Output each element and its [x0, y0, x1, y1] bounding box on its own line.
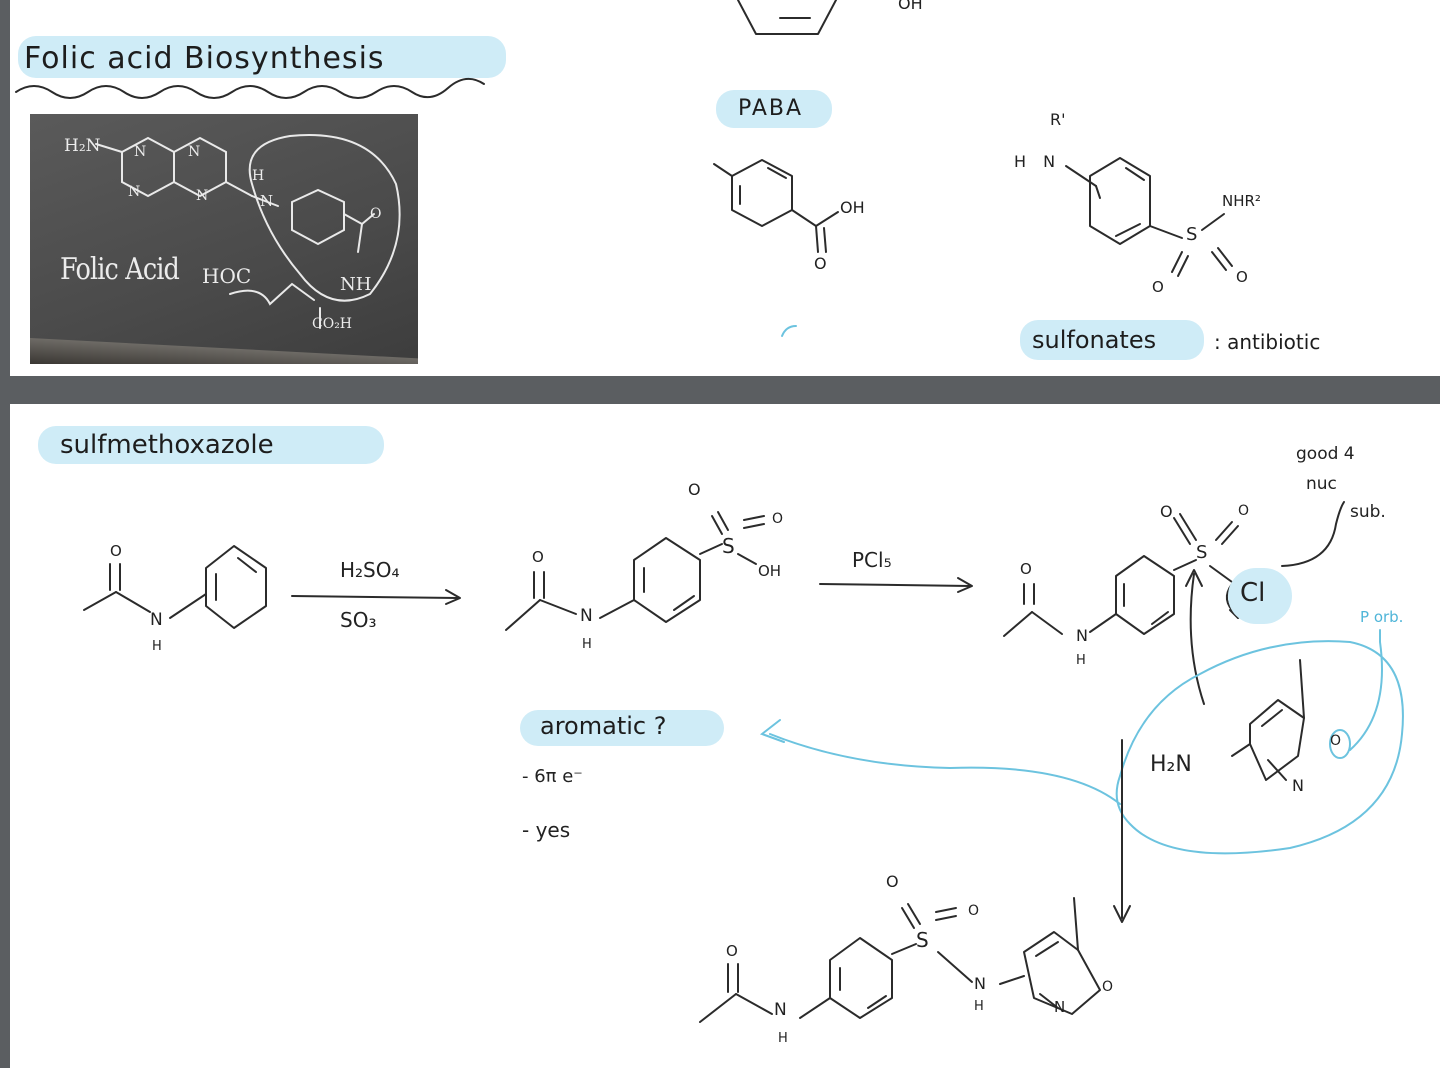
- chalk-n-atom-1: N: [134, 144, 147, 160]
- atom-h-4: H: [778, 1031, 788, 1046]
- page-title-sulfamethoxazole: sulfmethoxazole: [60, 430, 274, 460]
- partial-oh: OH: [898, 0, 923, 13]
- atom-o-3: O: [688, 480, 701, 499]
- aromatic-point-2: - yes: [522, 818, 571, 842]
- note-nuc: nuc: [1306, 474, 1337, 494]
- sulfa-hn: H N: [1014, 152, 1062, 171]
- title-underline: [15, 77, 485, 99]
- atom-o-10: O: [726, 942, 738, 960]
- atom-n-1: N: [150, 610, 163, 630]
- chalk-hoc: HOC: [202, 264, 252, 288]
- sulfa-o-left: O: [1152, 278, 1164, 296]
- cl-highlight: [1228, 568, 1292, 624]
- atom-o-8: O: [886, 872, 899, 891]
- chalk-n-atom-4: N: [196, 188, 209, 204]
- atom-h-2: H: [582, 637, 592, 652]
- amine-h2n: H₂N: [1150, 752, 1192, 777]
- note-sub: sub.: [1350, 502, 1386, 522]
- partial-ring-top: [737, 0, 837, 35]
- chalk-nh: NH: [340, 274, 372, 295]
- notes-page-bottom: sulfmethoxazole: [10, 404, 1440, 1068]
- atom-s-2: S: [1196, 542, 1208, 563]
- paba-structure: [713, 159, 839, 337]
- sulfa-s: S: [1186, 224, 1198, 245]
- atom-o-11: O: [1102, 979, 1114, 995]
- isoxazole-o: O: [1330, 733, 1342, 749]
- atom-o-9: O: [968, 903, 980, 919]
- atom-h-5: H: [974, 999, 984, 1014]
- chalk-co2h: CO₂H: [312, 316, 353, 332]
- chalkboard-photo: H₂N N N N N H N O Folic Acid HOC NH CO₂H: [30, 114, 418, 364]
- sulfamethoxazole-highlight: [38, 426, 384, 464]
- chalk-n-atom-3: N: [128, 184, 141, 200]
- chalk-n-atom-2: N: [188, 144, 201, 160]
- atom-s-3: S: [916, 928, 929, 952]
- reagent-so3: SO₃: [340, 608, 377, 632]
- title-highlight: [18, 36, 506, 78]
- aromatic-highlight: [520, 710, 724, 746]
- paba-label: PABA: [738, 96, 804, 121]
- sulfa-nhr2: NHR²: [1222, 192, 1261, 210]
- notes-page-top: Folic acid Biosynthesis H₂N N N N N H N …: [10, 0, 1440, 376]
- atom-o-4: O: [772, 511, 784, 527]
- atom-o-7: O: [1238, 503, 1250, 519]
- leaving-group-cl: Cl: [1240, 578, 1266, 608]
- atom-h-3: H: [1076, 653, 1086, 668]
- atom-n-5: N: [974, 974, 986, 993]
- atom-o-6: O: [1160, 502, 1173, 521]
- aromatic-point-1: - 6π e⁻: [522, 766, 583, 787]
- antibiotic-note: : antibiotic: [1214, 330, 1321, 354]
- atom-n-3: N: [1076, 626, 1088, 645]
- folic-acid-chalk-structure: [95, 134, 401, 329]
- atom-oh: OH: [758, 562, 782, 580]
- sulfa-o-right: O: [1236, 268, 1248, 286]
- chalk-n-atom-5: N: [260, 192, 274, 210]
- paba-highlight: [716, 90, 832, 128]
- aromatic-question: aromatic ?: [540, 712, 667, 740]
- atom-n-6: N: [1054, 998, 1066, 1016]
- page-title-folic-acid: Folic acid Biosynthesis: [24, 41, 385, 76]
- paba-oh: OH: [840, 198, 865, 217]
- chalk-h2n: H₂N: [64, 136, 101, 156]
- atom-o-5: O: [1020, 560, 1032, 578]
- atom-h-1: H: [152, 639, 162, 654]
- atom-n-4: N: [774, 1000, 787, 1020]
- atom-o-1: O: [110, 542, 122, 560]
- paba-o: O: [814, 254, 827, 273]
- chalk-title-folic-acid: Folic Acid: [60, 252, 180, 287]
- chalk-h-atom: H: [252, 168, 265, 184]
- p-orbital-note: P orb.: [1360, 608, 1404, 626]
- atom-n-2: N: [580, 606, 593, 626]
- chalk-o-atom: O: [370, 206, 382, 222]
- note-good: good 4: [1296, 444, 1355, 464]
- isoxazole-n: N: [1292, 776, 1304, 795]
- reaction-scheme: [83, 501, 1404, 1023]
- sulfonamide-structure: [1065, 157, 1233, 277]
- reagent-pcl5: PCl₅: [852, 548, 892, 572]
- atom-s-1: S: [722, 534, 735, 558]
- sulfonates-highlight: [1020, 320, 1204, 360]
- sulfa-r1: R': [1050, 110, 1066, 129]
- sulfonates-label: sulfonates: [1032, 326, 1157, 354]
- atom-o-2: O: [532, 548, 544, 566]
- reagent-h2so4: H₂SO₄: [340, 558, 400, 582]
